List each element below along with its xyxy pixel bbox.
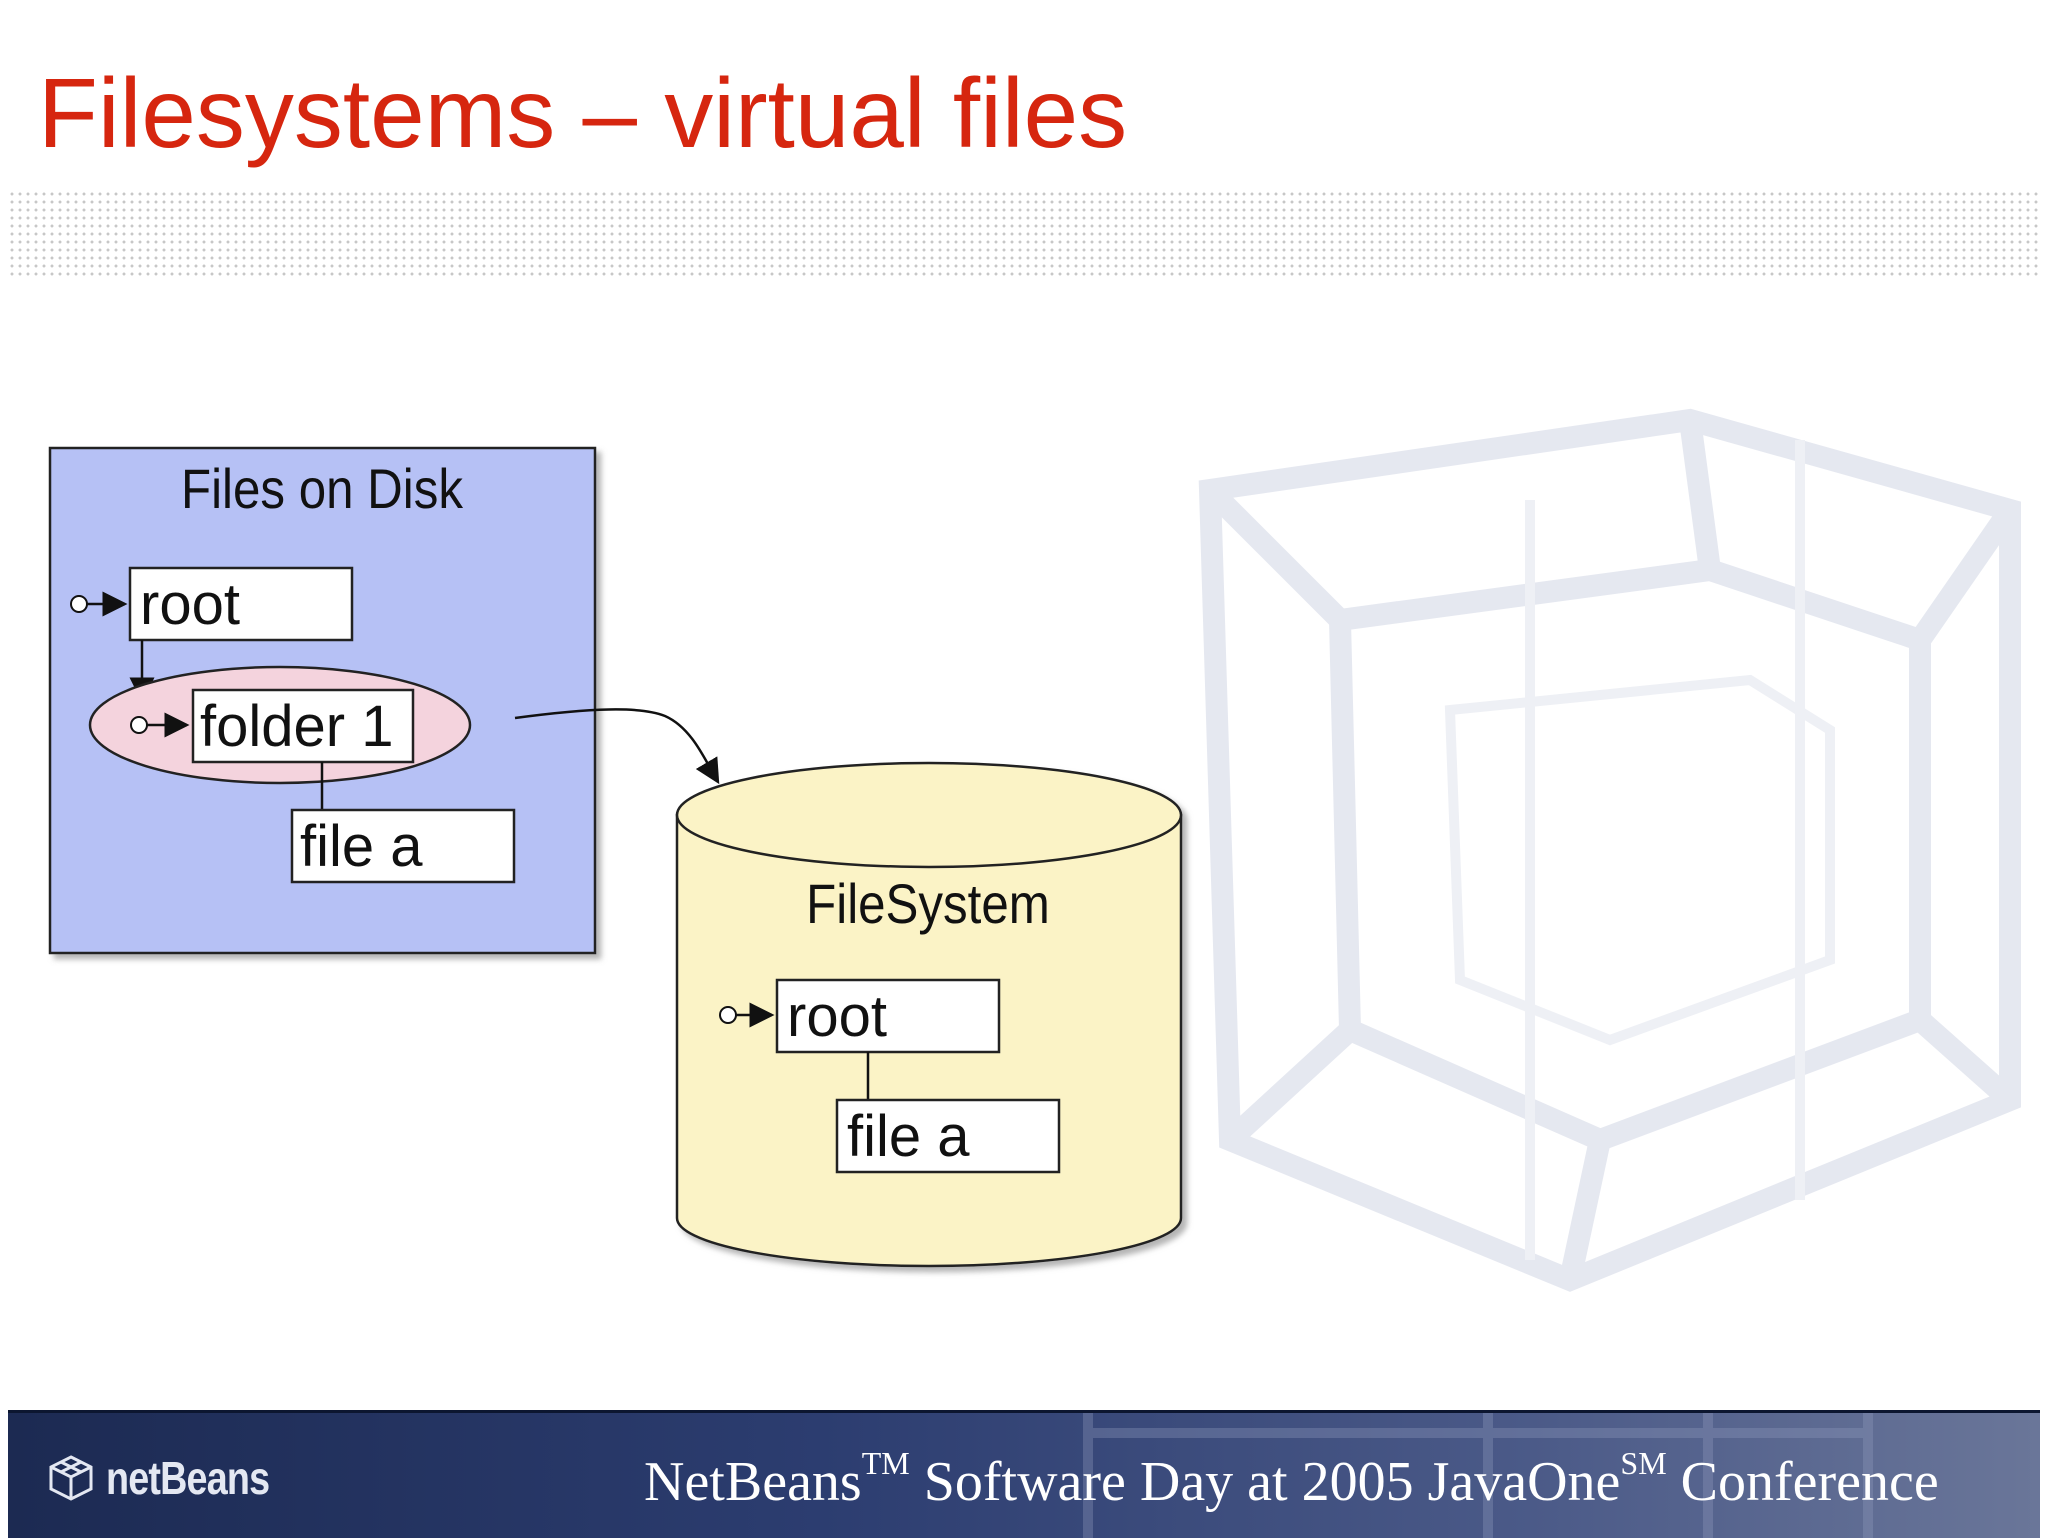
filesystem-title: FileSystem: [806, 873, 1050, 936]
footer-caption: NetBeansTM Software Day at 2005 JavaOneS…: [644, 1445, 1939, 1514]
footer-tm: TM: [861, 1445, 910, 1481]
mapping-arrow: [514, 708, 720, 785]
logo-text: netBeans: [106, 1452, 270, 1504]
disk-root-node: [128, 566, 354, 642]
footer-cube-decoration: [1083, 1413, 1873, 1538]
disk-folder-label: folder 1: [200, 694, 393, 759]
fs-root-pointer-icon: [719, 1006, 737, 1024]
footer-end: Conference: [1666, 1451, 1939, 1513]
root-pointer-icon: [70, 595, 88, 613]
fs-root-label: root: [787, 984, 887, 1049]
disk-box-title: Files on Disk: [181, 458, 464, 521]
fs-root-node: [775, 978, 1001, 1054]
footer-sm: SM: [1620, 1445, 1667, 1481]
cube-logo-icon: [49, 1455, 93, 1501]
files-on-disk-box: Files on Disk root folder 1 file a: [48, 446, 597, 955]
dotted-divider: [8, 190, 2040, 280]
netbeans-logo: netBeans: [46, 1451, 305, 1505]
slide-title: Filesystems – virtual files: [38, 58, 1128, 168]
disk-root-label: root: [140, 572, 240, 637]
disk-file-label: file a: [300, 814, 423, 879]
footer-brand: NetBeans: [644, 1451, 862, 1513]
footer-bar: netBeans NetBeansTM Software Day at 2005…: [8, 1410, 2040, 1538]
virtual-files-diagram: Files on Disk root folder 1 file a FileS…: [48, 446, 1183, 1268]
fs-file-node: [835, 1098, 1061, 1174]
footer-middle: Software Day at 2005 JavaOne: [909, 1451, 1621, 1513]
disk-file-node: [290, 808, 516, 884]
folder-pointer-icon: [130, 716, 148, 734]
disk-folder-node: [191, 688, 415, 764]
background-cube-graphic: [1198, 408, 2021, 1292]
fs-file-label: file a: [847, 1104, 970, 1169]
